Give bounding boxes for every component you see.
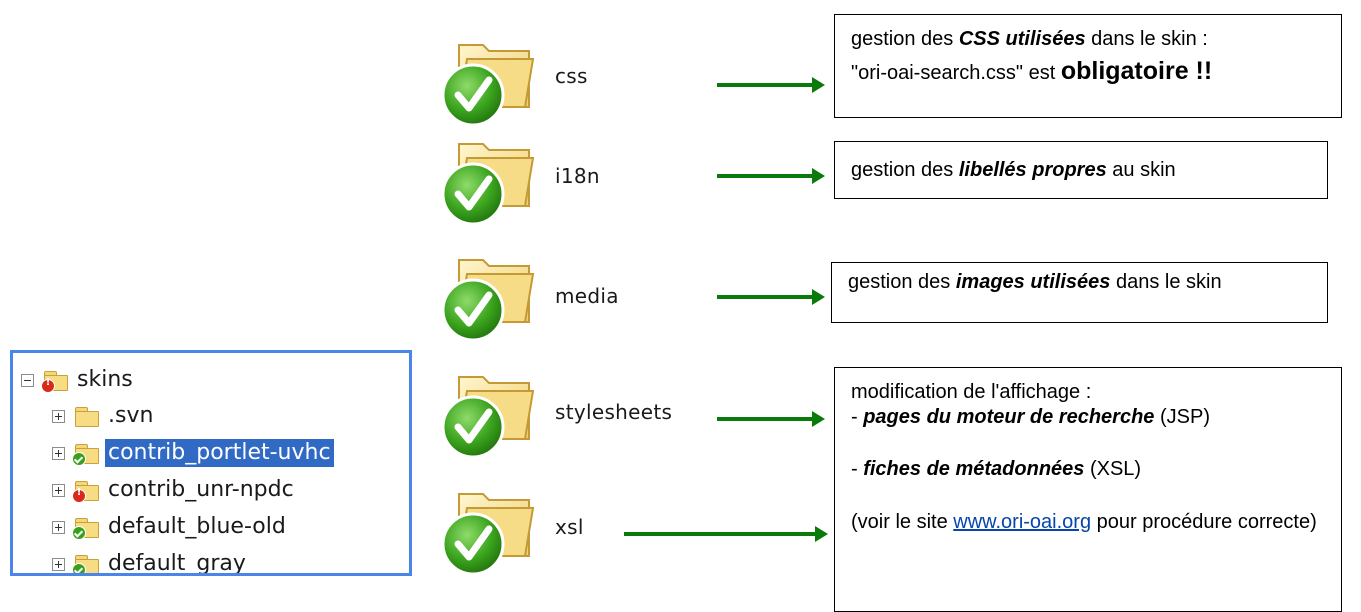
desc-box-i18n: gestion des libellés propres au skin — [834, 141, 1328, 199]
folder-css-icon[interactable] — [437, 25, 539, 129]
folder-ok-icon — [72, 442, 99, 466]
arrow-stylesheets — [717, 411, 825, 427]
expand-icon[interactable] — [52, 557, 65, 571]
tree-label: default_blue-old — [108, 514, 286, 539]
arrow-media — [717, 289, 825, 305]
tree-row-contrib-unr-npdc[interactable]: contrib_unr-npdc — [52, 475, 297, 505]
tree-label: default_gray — [108, 551, 246, 576]
arrow-css — [717, 77, 825, 93]
desc-stylesheets-note: (voir le site www.ori-oai.org pour procé… — [851, 511, 1317, 533]
folder-label-stylesheets[interactable]: stylesheets — [555, 400, 673, 424]
folder-media-icon[interactable] — [437, 240, 539, 344]
folder-label-media[interactable]: media — [555, 284, 619, 308]
desc-stylesheets-line3: - fiches de métadonnées (XSL) — [851, 458, 1142, 480]
folder-icon — [73, 405, 99, 427]
expand-icon[interactable] — [52, 520, 65, 534]
expand-icon[interactable] — [52, 446, 65, 460]
desc-css-line1: gestion des CSS utilisées dans le skin : — [851, 28, 1208, 50]
folder-i18n-icon[interactable] — [437, 124, 539, 228]
desc-media-text: gestion des images utilisées dans le ski… — [848, 271, 1222, 293]
folder-conflict-icon — [72, 479, 99, 503]
tree-label-selected: contrib_portlet-uvhc — [105, 439, 334, 467]
desc-stylesheets-line1: modification de l'affichage : — [851, 381, 1092, 403]
arrow-xsl — [624, 526, 828, 542]
ori-oai-link[interactable]: www.ori-oai.org — [953, 511, 1092, 533]
tree-label: contrib_unr-npdc — [108, 477, 294, 502]
folder-xsl-icon[interactable] — [437, 474, 539, 578]
arrow-i18n — [717, 168, 825, 184]
desc-box-css: gestion des CSS utilisées dans le skin :… — [834, 14, 1342, 118]
desc-i18n-line: gestion des libellés propres au skin — [851, 159, 1176, 181]
desc-stylesheets-line2: - pages du moteur de recherche (JSP) — [851, 406, 1210, 428]
folder-label-i18n[interactable]: i18n — [555, 164, 600, 188]
desc-box-media: gestion des images utilisées dans le ski… — [831, 262, 1328, 323]
desc-css-line2: "ori-oai-search.css" est obligatoire !! — [851, 57, 1213, 85]
skins-tree-panel: skins .svn contrib_portlet-uvhc contrib_… — [10, 350, 412, 576]
tree-row-default-blue-old[interactable]: default_blue-old — [52, 512, 289, 542]
tree-label: skins — [77, 367, 133, 392]
folder-stylesheets-icon[interactable] — [437, 357, 539, 461]
collapse-icon[interactable] — [21, 373, 34, 387]
tree-row-skins[interactable]: skins — [21, 365, 136, 395]
folder-ok-icon — [72, 516, 99, 540]
tree-row-svn[interactable]: .svn — [52, 401, 156, 431]
tree-label: .svn — [108, 403, 154, 428]
folder-label-css[interactable]: css — [555, 64, 588, 88]
tree-row-default-gray[interactable]: default_gray — [52, 549, 249, 576]
desc-box-stylesheets: modification de l'affichage : - pages du… — [834, 367, 1342, 612]
folder-conflict-icon — [41, 369, 68, 393]
expand-icon[interactable] — [52, 409, 65, 423]
folder-label-xsl[interactable]: xsl — [555, 515, 584, 539]
folder-ok-icon — [72, 553, 99, 573]
tree-row-contrib-portlet-uvhc[interactable]: contrib_portlet-uvhc — [52, 438, 334, 468]
expand-icon[interactable] — [52, 483, 65, 497]
